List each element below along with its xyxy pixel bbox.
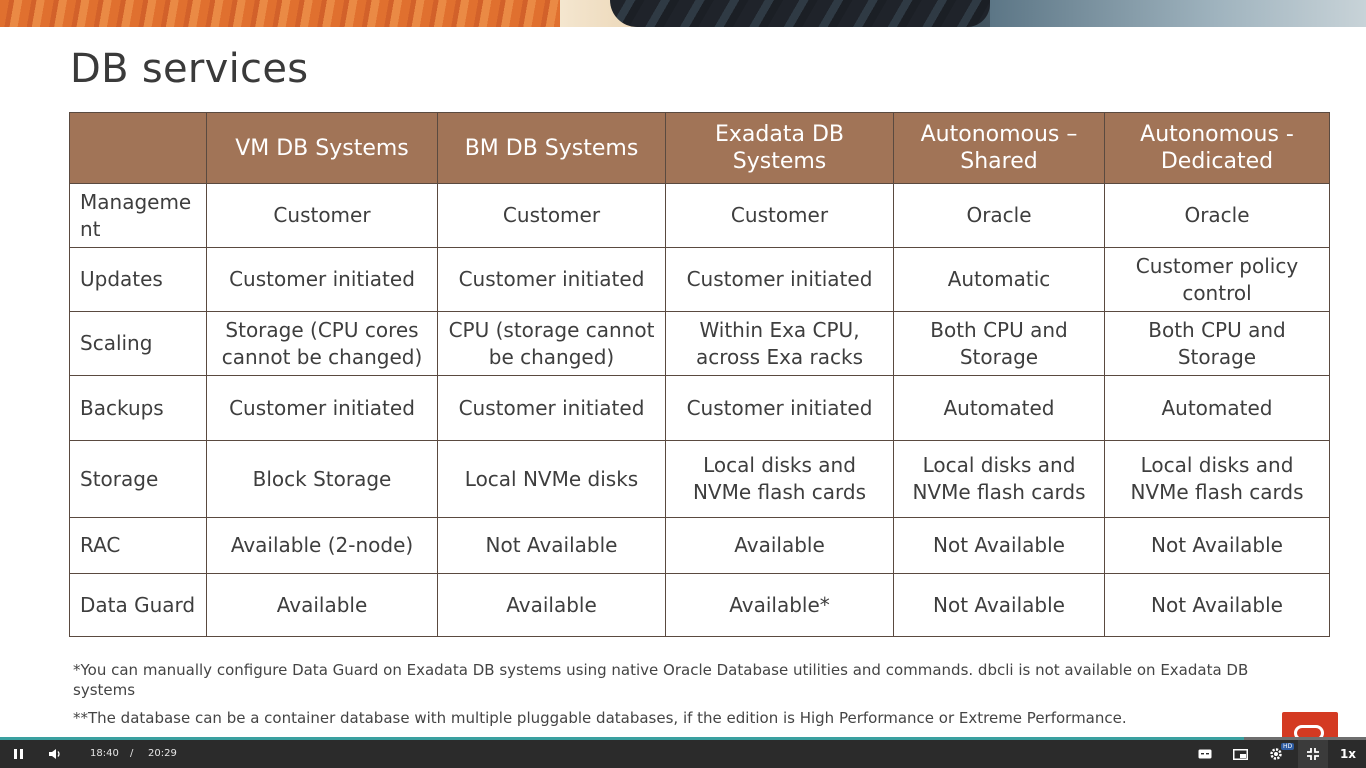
table-cell: Customer initiated	[206, 375, 438, 441]
table-cell: Not Available	[1104, 517, 1330, 574]
table-cell: Both CPU and Storage	[1104, 311, 1330, 376]
table-row: Storage Block Storage Local NVMe disks L…	[69, 440, 1330, 518]
table-cell: Within Exa CPU, across Exa racks	[665, 311, 894, 376]
table-cell: Both CPU and Storage	[893, 311, 1105, 376]
volume-icon[interactable]	[42, 740, 68, 768]
video-player-controls: 18:40 / 20:29 1x	[0, 740, 1366, 768]
table-row: RAC Available (2-node) Not Available Ava…	[69, 517, 1330, 574]
table-cell: Block Storage	[206, 440, 438, 518]
time-separator: /	[130, 748, 134, 759]
table-cell: Available*	[665, 573, 894, 637]
header-cell-blank	[69, 112, 207, 184]
table-cell: Local disks and NVMe flash cards	[893, 440, 1105, 518]
db-services-table: VM DB Systems BM DB Systems Exadata DB S…	[69, 112, 1330, 637]
pip-icon[interactable]	[1226, 740, 1254, 768]
table-cell: Customer initiated	[437, 375, 666, 441]
row-label: Storage	[69, 440, 207, 518]
duration: 20:29	[148, 748, 177, 759]
table-cell: Oracle	[1104, 183, 1330, 248]
table-cell: Local disks and NVMe flash cards	[665, 440, 894, 518]
settings-icon[interactable]	[1262, 740, 1290, 768]
row-label: Updates	[69, 247, 207, 312]
table-row: Updates Customer initiated Customer init…	[69, 247, 1330, 312]
header-cell: VM DB Systems	[206, 112, 438, 184]
table-row: Data Guard Available Available Available…	[69, 573, 1330, 637]
table-cell: Customer initiated	[437, 247, 666, 312]
pause-icon[interactable]	[6, 740, 30, 768]
table-cell: Customer initiated	[665, 247, 894, 312]
video-progress-fill	[0, 737, 1245, 740]
row-label: RAC	[69, 517, 207, 574]
exit-fullscreen-icon[interactable]	[1298, 740, 1328, 768]
slide-title: DB services	[70, 46, 309, 92]
table-cell: Local disks and NVMe flash cards	[1104, 440, 1330, 518]
table-cell: Customer	[437, 183, 666, 248]
table-cell: Automated	[1104, 375, 1330, 441]
header-cell: Autonomous – Shared	[893, 112, 1105, 184]
header-cell: Autonomous - Dedicated	[1104, 112, 1330, 184]
table-cell: Automated	[893, 375, 1105, 441]
table-cell: Oracle	[893, 183, 1105, 248]
table-cell: Customer	[665, 183, 894, 248]
table-cell: Customer	[206, 183, 438, 248]
row-label: Scaling	[69, 311, 207, 376]
header-cell: BM DB Systems	[437, 112, 666, 184]
table-cell: Available (2-node)	[206, 517, 438, 574]
table-header-row: VM DB Systems BM DB Systems Exadata DB S…	[69, 112, 1330, 184]
row-label: Manageme nt	[69, 183, 207, 248]
table-cell: Storage (CPU cores cannot be changed)	[206, 311, 438, 376]
table-cell: Available	[206, 573, 438, 637]
table-cell: Not Available	[893, 573, 1105, 637]
header-artwork	[0, 0, 1366, 27]
header-cell: Exadata DB Systems	[665, 112, 894, 184]
current-time: 18:40	[90, 748, 119, 759]
table-cell: Available	[665, 517, 894, 574]
row-label: Data Guard	[69, 573, 207, 637]
table-cell: CPU (storage cannot be changed)	[437, 311, 666, 376]
table-cell: Customer initiated	[665, 375, 894, 441]
table-cell: Not Available	[437, 517, 666, 574]
playback-speed-button[interactable]: 1x	[1339, 747, 1357, 761]
footnote-data-guard: *You can manually configure Data Guard o…	[73, 661, 1249, 699]
table-row: Manageme nt Customer Customer Customer O…	[69, 183, 1330, 248]
table-row: Scaling Storage (CPU cores cannot be cha…	[69, 311, 1330, 376]
hd-badge: HD	[1281, 743, 1295, 750]
row-label: Backups	[69, 375, 207, 441]
footnote-container-db: **The database can be a container databa…	[73, 709, 1127, 727]
video-progress-bar[interactable]	[0, 737, 1366, 740]
table-cell: Customer initiated	[206, 247, 438, 312]
table-cell: Customer policy control	[1104, 247, 1330, 312]
table-cell: Not Available	[1104, 573, 1330, 637]
table-cell: Automatic	[893, 247, 1105, 312]
cc-icon[interactable]	[1192, 740, 1218, 768]
table-cell: Available	[437, 573, 666, 637]
table-cell: Local NVMe disks	[437, 440, 666, 518]
table-row: Backups Customer initiated Customer init…	[69, 375, 1330, 441]
table-cell: Not Available	[893, 517, 1105, 574]
